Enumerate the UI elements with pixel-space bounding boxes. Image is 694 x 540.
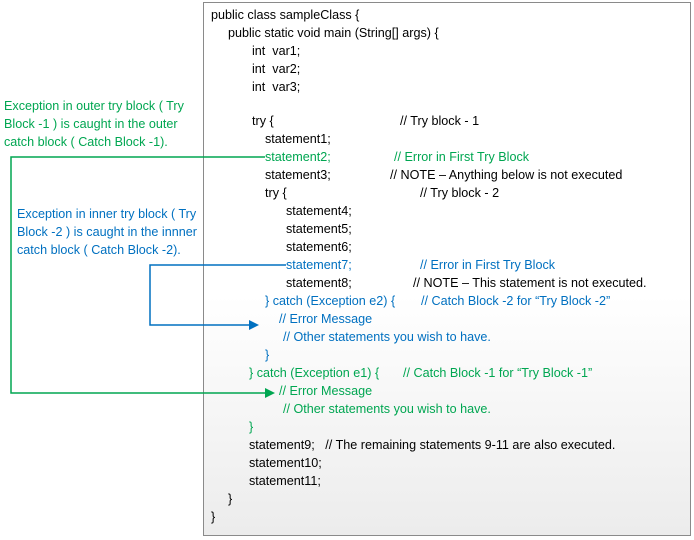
- comment-try-block-1: // Try block - 1: [400, 114, 480, 128]
- annotation-inner-try: Exception in inner try block ( Try Block…: [17, 207, 197, 257]
- code-line-29: }: [211, 510, 216, 524]
- code-line-17: } catch (Exception e2) {: [265, 294, 396, 308]
- comment-catch-block-1: // Catch Block -1 for “Try Block -1”: [403, 366, 593, 380]
- code-line-2: public static void main (String[] args) …: [228, 26, 439, 40]
- comment-note-not-executed: // NOTE – Anything below is not executed: [390, 168, 623, 182]
- comment-error-first-try-1: // Error in First Try Block: [394, 150, 530, 164]
- code-line-22: // Error Message: [279, 384, 373, 398]
- code-line-23: // Other statements you wish to have.: [283, 402, 491, 416]
- code-line-21: } catch (Exception e1) {: [249, 366, 380, 380]
- code-line-13: statement5;: [286, 222, 352, 236]
- code-line-7: try {: [252, 114, 274, 128]
- code-line-26: statement10;: [249, 456, 322, 470]
- comment-note-stmt8: // NOTE – This statement is not executed…: [413, 276, 647, 290]
- code-line-27: statement11;: [249, 474, 321, 488]
- comment-error-first-try-2: // Error in First Try Block: [420, 258, 556, 272]
- code-line-24: }: [249, 420, 254, 434]
- code-line-3: int var1;: [252, 44, 301, 58]
- code-line-8: statement1;: [265, 132, 331, 146]
- code-line-9: statement2;: [265, 150, 331, 164]
- code-line-16: statement8;: [286, 276, 352, 290]
- code-line-5: int var3;: [252, 80, 301, 94]
- comment-catch-block-2: // Catch Block -2 for “Try Block -2”: [421, 294, 611, 308]
- code-line-1: public class sampleClass {: [211, 8, 360, 22]
- code-line-14: statement6;: [286, 240, 352, 254]
- annotation-outer-try: Exception in outer try block ( Try Block…: [4, 99, 184, 149]
- code-line-25: statement9; // The remaining statements …: [249, 438, 616, 452]
- code-line-15: statement7;: [286, 258, 352, 272]
- code-line-11: try {: [265, 186, 287, 200]
- code-line-20: }: [265, 348, 270, 362]
- code-line-12: statement4;: [286, 204, 352, 218]
- code-line-18: // Error Message: [279, 312, 373, 326]
- code-line-4: int var2;: [252, 62, 301, 76]
- code-line-28: }: [228, 492, 233, 506]
- code-line-19: // Other statements you wish to have.: [283, 330, 491, 344]
- code-line-10: statement3;: [265, 168, 331, 182]
- comment-try-block-2: // Try block - 2: [420, 186, 500, 200]
